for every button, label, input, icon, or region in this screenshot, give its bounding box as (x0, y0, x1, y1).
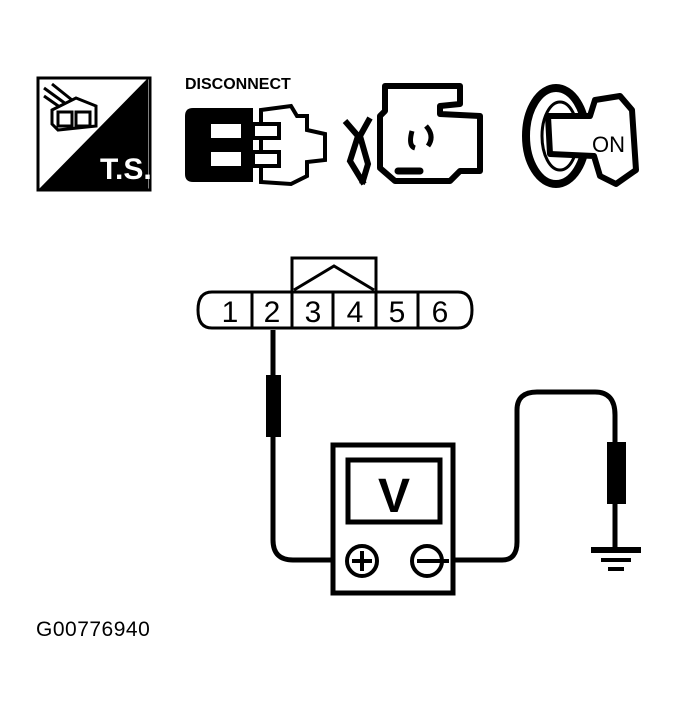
terminal-6: 6 (432, 296, 449, 329)
figure-id: G00776940 (36, 618, 151, 641)
terminal-4: 4 (347, 296, 364, 329)
ground-symbol (591, 547, 641, 571)
ignition-on-label: ON (592, 132, 625, 157)
meter-display: V (378, 470, 410, 523)
voltmeter-circuit: V (266, 330, 641, 596)
negative-probe (607, 442, 626, 504)
ts-label: T.S. (100, 153, 152, 186)
terminal-3: 3 (305, 296, 322, 329)
disconnect-connector-icon (185, 103, 327, 187)
terminal-5: 5 (389, 296, 406, 329)
voltmeter: V (330, 442, 456, 596)
terminal-1: 1 (222, 296, 239, 329)
disconnect-label: DISCONNECT (185, 76, 291, 93)
positive-probe (266, 375, 281, 437)
engine-off-icon (342, 83, 483, 186)
ts-icon: T.S. (36, 76, 152, 192)
connector-diagram: 1 2 3 4 5 6 (196, 256, 474, 330)
ignition-key-on-icon: ON (522, 84, 639, 188)
terminal-2: 2 (264, 296, 281, 329)
